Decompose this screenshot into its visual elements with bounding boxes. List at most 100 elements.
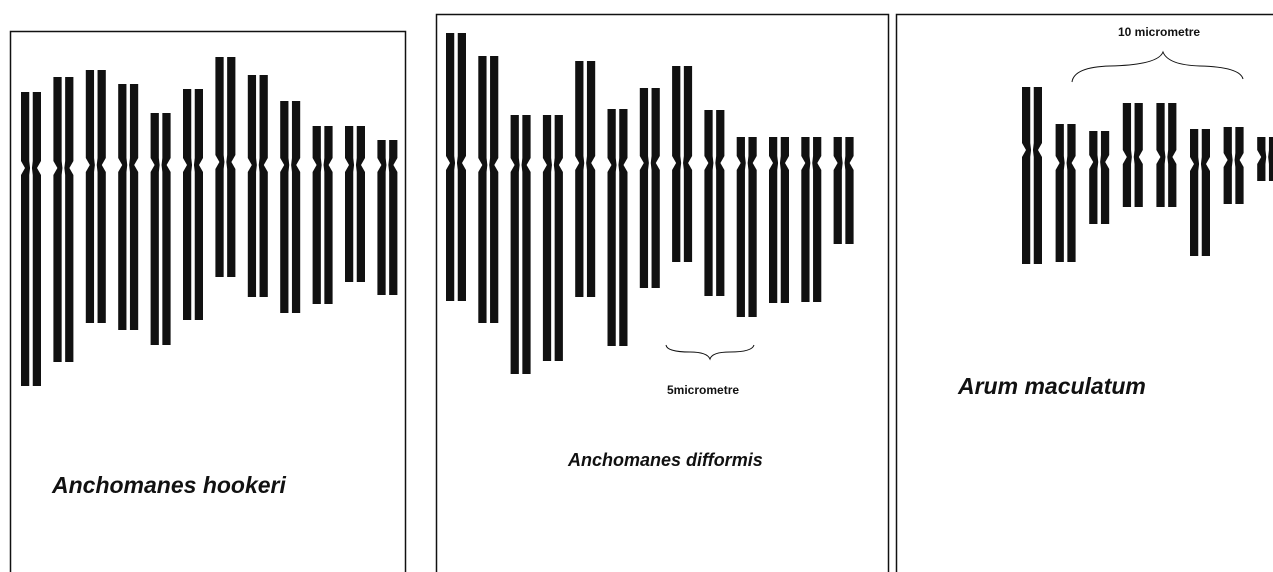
chromosome [280,101,301,313]
chromatid [258,75,268,297]
chromosome [377,140,398,295]
chromosome [312,126,333,304]
chromatid [478,56,488,323]
chromatid [607,109,617,346]
chromatid [779,137,789,303]
chromosome [575,61,596,297]
chromatid [355,126,365,282]
chromosome [1190,129,1210,256]
chromatid [1122,103,1132,207]
chromatid [215,57,225,277]
chromatid [456,33,466,301]
chromatid [1190,129,1200,256]
chromosome [1122,103,1143,207]
chromatid [226,57,236,277]
chromatid [1167,103,1177,207]
chromosome-set [21,57,398,386]
chromatid [1022,87,1032,264]
chromatid [85,70,95,323]
chromosome [1257,137,1273,181]
chromosome [1055,124,1076,262]
chromosome-set [1022,87,1273,264]
chromatid [312,126,322,304]
species-label: Anchomanes difformis [567,450,763,470]
chromatid [1133,103,1143,207]
chromosome [801,137,822,302]
chromatid [193,89,203,320]
chromosome-set [446,33,854,374]
chromosome [215,57,236,277]
scale-brace [1071,50,1244,83]
panel-frame [435,13,890,572]
chromatid [183,89,193,320]
chromatid [323,126,333,304]
chromatid [521,115,531,374]
chromatid [833,137,843,244]
chromosome [1223,127,1244,204]
chromatid [704,110,714,296]
chromatid [801,137,811,302]
chromosome [118,84,139,330]
chromosome [85,70,106,323]
chromosome [150,113,171,345]
scale-brace [665,344,755,361]
chromatid [345,126,355,282]
chromatid [1066,124,1076,262]
chromosome [736,137,757,317]
chromosome [21,92,41,386]
chromosome [704,110,725,296]
chromosome [769,137,789,303]
chromatid [639,88,649,288]
chromosome [1156,103,1177,207]
chromatid [31,92,41,386]
chromatid [586,61,596,297]
chromatid [388,140,398,295]
scale-bar-label: 10 micrometre [1118,25,1200,39]
chromatid [1234,127,1244,204]
species-label: Arum maculatum [957,373,1146,399]
chromatid [446,33,456,301]
panel-frame [9,30,407,572]
chromosome [1022,87,1042,264]
chromatid [118,84,128,330]
scale-bar-label: 5micrometre [667,383,739,397]
chromatid [1200,129,1210,256]
chromatid [1055,124,1065,262]
chromosome [446,33,466,301]
chromatid [553,115,563,361]
chromosome [542,115,563,361]
chromatid [812,137,822,302]
chromosome [672,66,693,262]
chromatid [844,137,854,244]
chromosome [53,77,74,362]
chromatid [575,61,585,297]
chromatid [510,115,520,374]
chromosome [345,126,365,282]
chromatid [1223,127,1233,204]
chromosome [639,88,660,288]
chromatid [161,113,171,345]
species-label: Anchomanes hookeri [51,472,286,498]
chromatid [489,56,499,323]
chromosome [1089,131,1110,224]
chromatid [542,115,552,361]
panel-frame [895,13,1273,572]
chromatid [96,70,106,323]
panel-arum-maculatum: 10 micrometre Arum maculatum [895,13,1273,572]
chromatid [618,109,628,346]
chromatid [736,137,746,317]
chromatid [1032,87,1042,264]
chromatid [769,137,779,303]
chromatid [672,66,682,262]
chromatid [1268,137,1273,181]
panel-anchomanes-difformis: 5micrometre Anchomanes difformis [435,13,890,572]
chromatid [1100,131,1110,224]
chromosome [183,89,203,320]
chromatid [377,140,387,295]
chromatid [683,66,693,262]
chromosome [247,75,268,297]
chromatid [1156,103,1166,207]
chromatid [150,113,160,345]
chromatid [247,75,257,297]
